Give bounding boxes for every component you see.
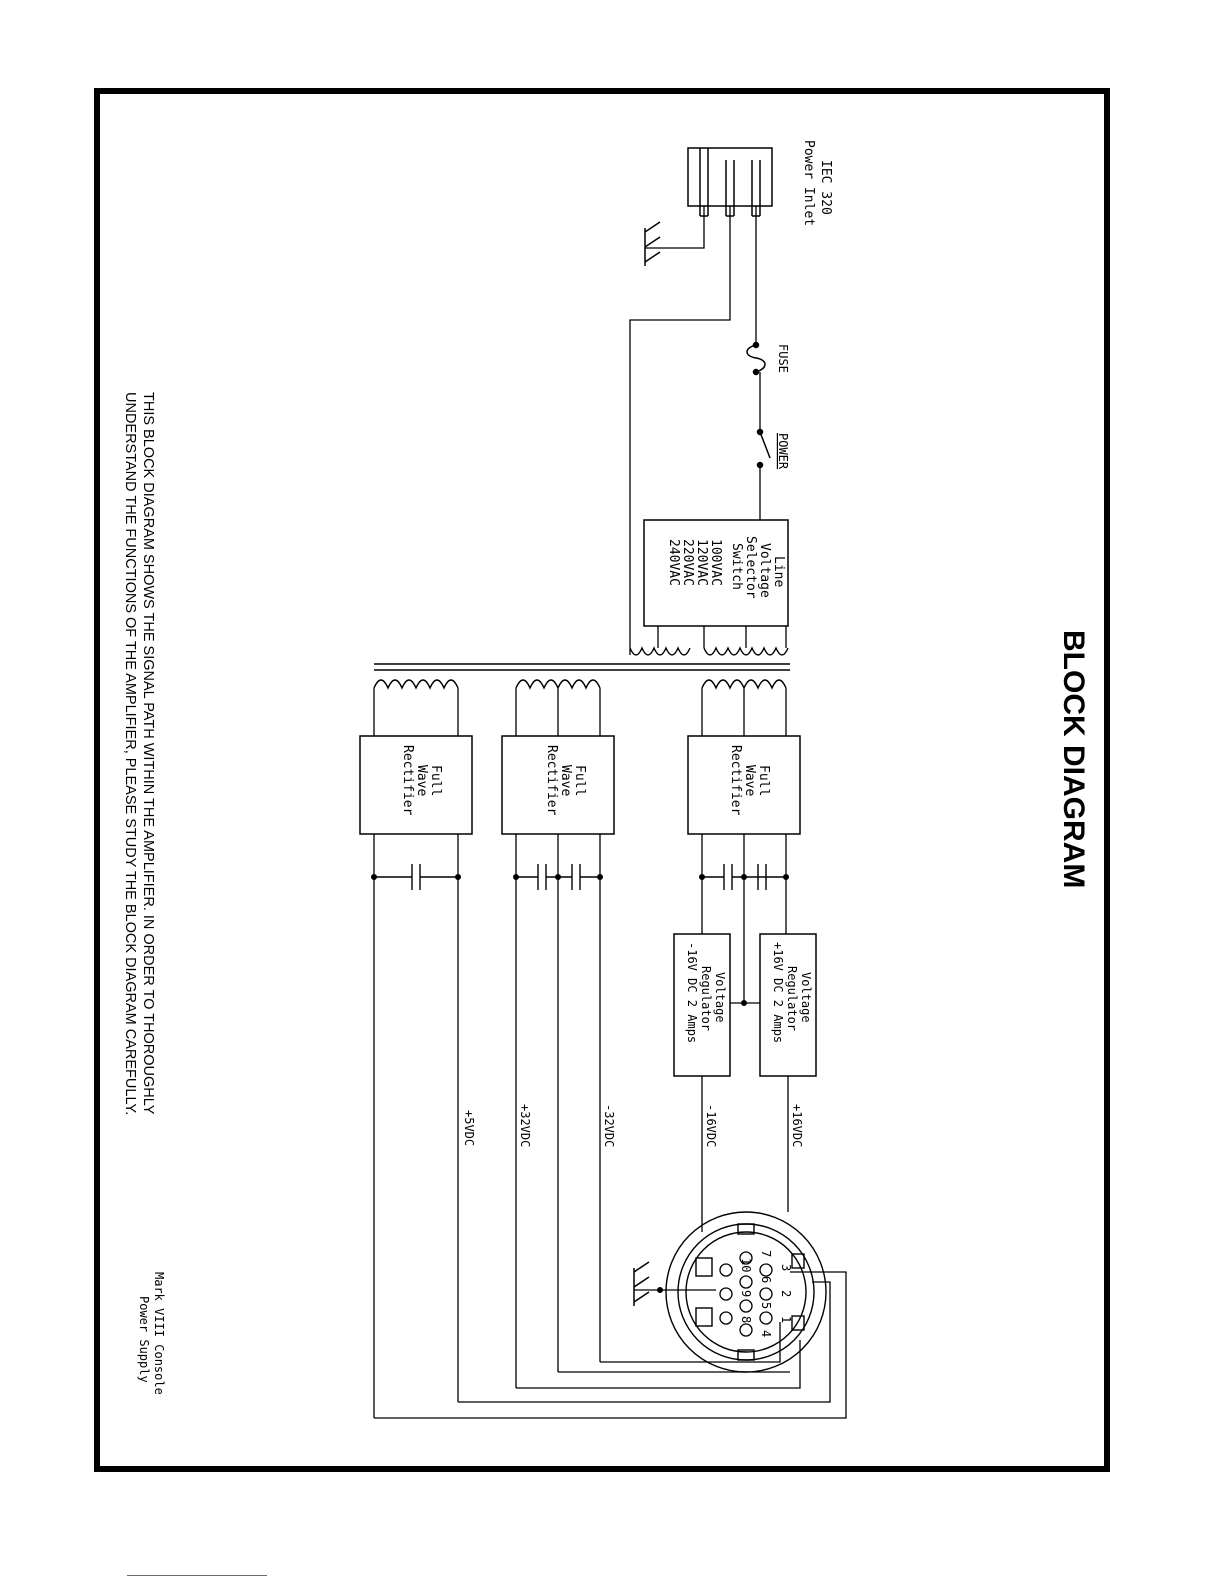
junction-dots	[371, 874, 789, 1293]
selector-line-6: 120VAC	[694, 539, 709, 586]
diagram-title: BLOCK DIAGRAM	[1057, 630, 1090, 888]
regulator-block: Voltage Regulator -16V DC 2 Amps	[673, 933, 731, 1077]
primary-leads	[657, 626, 787, 648]
pin-8-label: 8	[739, 1316, 753, 1323]
regulator-1-line-1: Voltage	[799, 972, 813, 1023]
rectifier-block: Full Wave Rectifier	[501, 735, 615, 835]
rectifier-1-line-1: Full	[756, 765, 771, 796]
page-border	[94, 88, 1110, 1472]
ground-icon	[633, 1261, 650, 1306]
regulator-block: Voltage Regulator +16V DC 2 Amps	[759, 933, 817, 1077]
selector-line-8: 240VAC	[666, 539, 681, 586]
secondary-leads	[373, 688, 787, 736]
pin-1-label: 1	[779, 1316, 793, 1323]
pin-9-label: 9	[739, 1290, 753, 1297]
caption-line-1: Mark VIII Console	[152, 1272, 166, 1395]
regulator-2-line-3: -16V DC 2 Amps	[685, 942, 699, 1043]
rail-label-minus16: -16VDC	[704, 1104, 718, 1147]
pin-3-label: 3	[779, 1264, 793, 1271]
pin-5-label: 5	[759, 1302, 773, 1309]
rail-label-plus5: +5VDC	[462, 1110, 476, 1146]
inlet-label-1: IEC 320	[818, 160, 833, 215]
selector-line-7: 220VAC	[680, 539, 695, 586]
transformer-secondary	[373, 679, 787, 690]
rectifier-1-line-2: Wave	[742, 765, 757, 796]
input-wiring	[629, 206, 761, 655]
rectifier-3-line-2: Wave	[414, 765, 429, 796]
rectifier-block: Full Wave Rectifier	[359, 735, 473, 835]
inlet-label-2: Power Inlet	[801, 140, 816, 226]
pin-2-label: 2	[779, 1290, 793, 1297]
line-voltage-selector: Line Voltage Selector Switch 100VAC 120V…	[643, 519, 789, 627]
regulator-1-line-3: +16V DC 2 Amps	[771, 942, 785, 1043]
note-line-2: UNDERSTAND THE FUNCTIONS OF THE AMPLIFIE…	[122, 392, 138, 1115]
output-connector	[665, 1211, 827, 1373]
pin-6-label: 6	[759, 1276, 773, 1283]
iec-inlet	[687, 147, 773, 217]
filter-capacitors	[374, 864, 786, 890]
selector-line-5: 100VAC	[708, 539, 723, 586]
rail-label-plus16: +16VDC	[790, 1104, 804, 1147]
caption-line-2: Power Supply	[137, 1296, 151, 1383]
transformer-primary	[629, 646, 789, 656]
rail-label-minus32: -32VDC	[602, 1104, 616, 1147]
regulator-1-line-2: Regulator	[785, 966, 799, 1031]
selector-line-3: Selector	[743, 536, 758, 599]
connector-pins	[719, 1251, 773, 1337]
power-switch-icon	[756, 428, 771, 469]
footer-rule	[127, 1575, 267, 1576]
rectifier-2-line-3: Rectifier	[544, 745, 559, 816]
regulator-2-line-2: Regulator	[699, 966, 713, 1031]
pin-7-label: 7	[759, 1250, 773, 1257]
power-switch-label: POWER	[776, 433, 790, 470]
fuse-icon	[746, 341, 766, 376]
regulator-2-line-1: Voltage	[713, 972, 727, 1023]
rectifier-1-line-3: Rectifier	[728, 745, 743, 816]
selector-line-4: Switch	[729, 543, 744, 590]
rectifier-3-line-3: Rectifier	[400, 745, 415, 816]
connector-pin-labels: 1 2 3 4 5 6 7 8 9 10	[739, 1250, 793, 1337]
selector-line-2: Voltage	[757, 543, 772, 598]
selector-line-1: Line	[771, 556, 786, 587]
rectifier-block: Full Wave Rectifier	[687, 735, 801, 835]
note-line-1: THIS BLOCK DIAGRAM SHOWS THE SIGNAL PATH…	[140, 392, 156, 1115]
rectifier-2-line-1: Full	[572, 765, 587, 796]
transformer-core	[374, 663, 790, 671]
pin-10-label: 10	[739, 1258, 753, 1272]
rectifier-3-line-1: Full	[428, 765, 443, 796]
pin-4-label: 4	[759, 1330, 773, 1337]
rail-label-plus32: +32VDC	[518, 1104, 532, 1147]
rectifier-2-line-2: Wave	[558, 765, 573, 796]
fuse-label: FUSE	[776, 344, 790, 373]
ground-icon	[644, 221, 661, 266]
